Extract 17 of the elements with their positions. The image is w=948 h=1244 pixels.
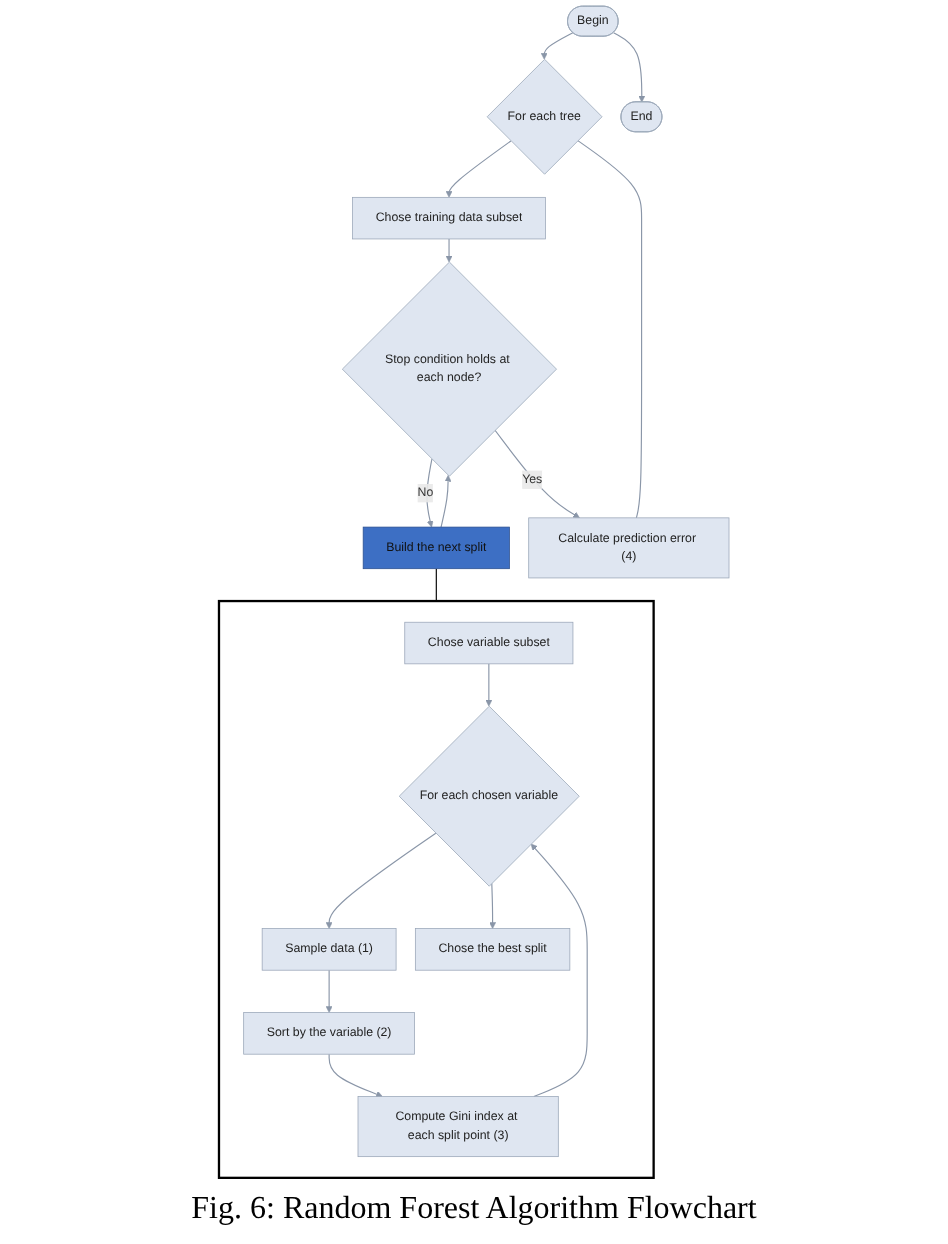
connector [577,140,643,519]
figure-caption: Fig. 6: Random Forest Algorithm Flowchart [191,1190,757,1230]
arrow [530,843,588,1098]
arrow [485,663,493,707]
arrow [328,1053,383,1098]
arrow [540,32,574,60]
cluster [217,599,655,1179]
arrow [325,969,333,1013]
arrow [325,832,437,929]
arrow [489,882,496,929]
arrow [426,458,434,528]
arrow [440,475,452,528]
arrow [445,238,453,263]
connector [435,568,437,602]
arrow [613,32,646,103]
arrow [445,140,512,198]
arrow [494,429,580,519]
